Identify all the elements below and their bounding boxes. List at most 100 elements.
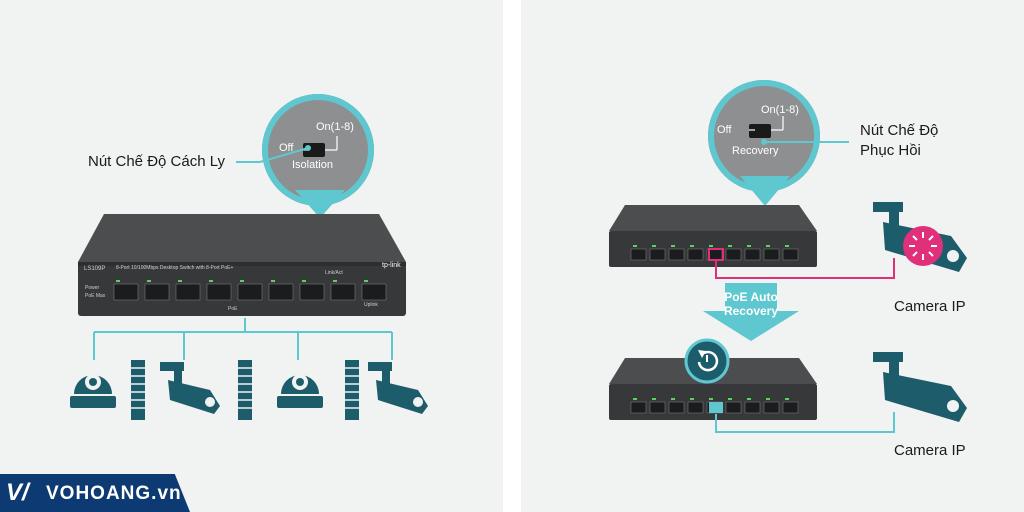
ethernet-port [237, 283, 263, 301]
ethernet-port [361, 283, 387, 301]
ethernet-port [782, 401, 799, 414]
ethernet-port [744, 248, 761, 261]
ethernet-port [763, 248, 780, 261]
ethernet-port [175, 283, 201, 301]
left-panel-isolation: Off On(1-8) Isolation Nút Chế Độ Cách Ly… [0, 0, 503, 512]
camera-ip-label-bottom: Camera IP [894, 442, 966, 459]
device-model: LS109P [84, 266, 106, 272]
port-led [652, 398, 656, 400]
ethernet-port [113, 283, 139, 301]
zoom-pointer [740, 176, 790, 206]
port-led [728, 398, 732, 400]
ethernet-port [687, 248, 704, 261]
callout-line [761, 139, 849, 145]
poe-bar-label: PoE [228, 306, 238, 312]
port-led [178, 280, 182, 282]
port-led [271, 280, 275, 282]
port-led [116, 280, 120, 282]
port-led [364, 280, 368, 282]
ethernet-port [668, 248, 685, 261]
ethernet-port [668, 401, 685, 414]
bullet-camera-icon [368, 362, 428, 414]
poe-auto-recovery-arrow [703, 283, 799, 341]
device-brand: tp-link [382, 262, 401, 269]
brand-logo-bar[interactable]: V/ VOHOANG.vn [0, 474, 190, 512]
ethernet-port [744, 401, 761, 414]
link-act-label: Link/Act [325, 270, 343, 276]
poe-auto-recovery-label-1: PoE Auto [724, 290, 778, 304]
bullet-camera-icon [873, 352, 967, 422]
ethernet-port [763, 401, 780, 414]
brand-logo-icon: V/ [6, 479, 29, 506]
ethernet-port [268, 283, 294, 301]
uplink-label: Uplink [364, 302, 378, 308]
wall-icon [238, 360, 252, 420]
ethernet-port [299, 283, 325, 301]
port-led [747, 398, 751, 400]
wall-icon [345, 360, 359, 420]
bullet-camera-icon [160, 362, 220, 414]
recovery-callout-line2: Phục Hồi [860, 142, 921, 159]
zoom-pointer [295, 190, 345, 218]
port-led [633, 398, 637, 400]
ethernet-port [725, 401, 742, 414]
switch-mode-label: Isolation [292, 159, 333, 171]
device-description: 8-Port 10/100Mbps Desktop Switch with 8-… [116, 265, 234, 271]
ethernet-port [206, 283, 232, 301]
port-led [766, 245, 770, 247]
off-label: Off [279, 142, 294, 154]
poe-switch-top [609, 205, 817, 267]
wall-icon [131, 360, 145, 420]
toggle-lines [749, 116, 784, 131]
port-led [671, 245, 675, 247]
port-led [652, 245, 656, 247]
camera-ip-label-top: Camera IP [894, 298, 966, 315]
recovery-toggle[interactable] [749, 124, 771, 138]
ethernet-port [630, 248, 647, 261]
port-led [709, 245, 713, 247]
fault-link-line [715, 258, 895, 279]
right-panel-recovery: Off On(1-8) Recovery Nút Chế Độ Phục Hồi… [521, 0, 1024, 512]
port-led [690, 398, 694, 400]
port-led [209, 280, 213, 282]
port-led [785, 245, 789, 247]
port-led [747, 245, 751, 247]
poe-max-label: PoE Max [85, 293, 106, 299]
port-led [671, 398, 675, 400]
switch-mode-label: Recovery [732, 145, 779, 157]
on-label: On(1-8) [761, 104, 799, 116]
ethernet-port [725, 248, 742, 261]
power-label: Power [85, 285, 100, 291]
isolation-callout-label: Nút Chế Độ Cách Ly [88, 153, 226, 170]
dome-camera-icon [70, 374, 116, 408]
port-led [633, 245, 637, 247]
poe-auto-recovery-label-2: Recovery [723, 304, 779, 318]
ethernet-port [630, 401, 647, 414]
recovery-callout-line1: Nút Chế Độ [860, 122, 939, 139]
camera-fault-icon [873, 202, 967, 272]
port-led [240, 280, 244, 282]
port-led [785, 398, 789, 400]
ethernet-port [649, 401, 666, 414]
port-led [302, 280, 306, 282]
callout-line [236, 145, 311, 163]
port-led [709, 398, 713, 400]
port-led [728, 245, 732, 247]
connection-lines [93, 318, 393, 360]
port-led [147, 280, 151, 282]
dome-camera-icon [277, 374, 323, 408]
port-led [766, 398, 770, 400]
ethernet-port [687, 401, 704, 414]
recovery-icon[interactable] [684, 338, 730, 384]
port-led [333, 280, 337, 282]
port-led [690, 245, 694, 247]
off-label: Off [717, 124, 732, 136]
recovered-link-line [715, 412, 895, 433]
on-label: On(1-8) [316, 121, 354, 133]
brand-logo-text: VOHOANG.vn [46, 483, 182, 504]
ethernet-port [330, 283, 356, 301]
ethernet-port [649, 248, 666, 261]
ethernet-port [782, 248, 799, 261]
poe-switch-device [78, 214, 406, 316]
ethernet-port [144, 283, 170, 301]
